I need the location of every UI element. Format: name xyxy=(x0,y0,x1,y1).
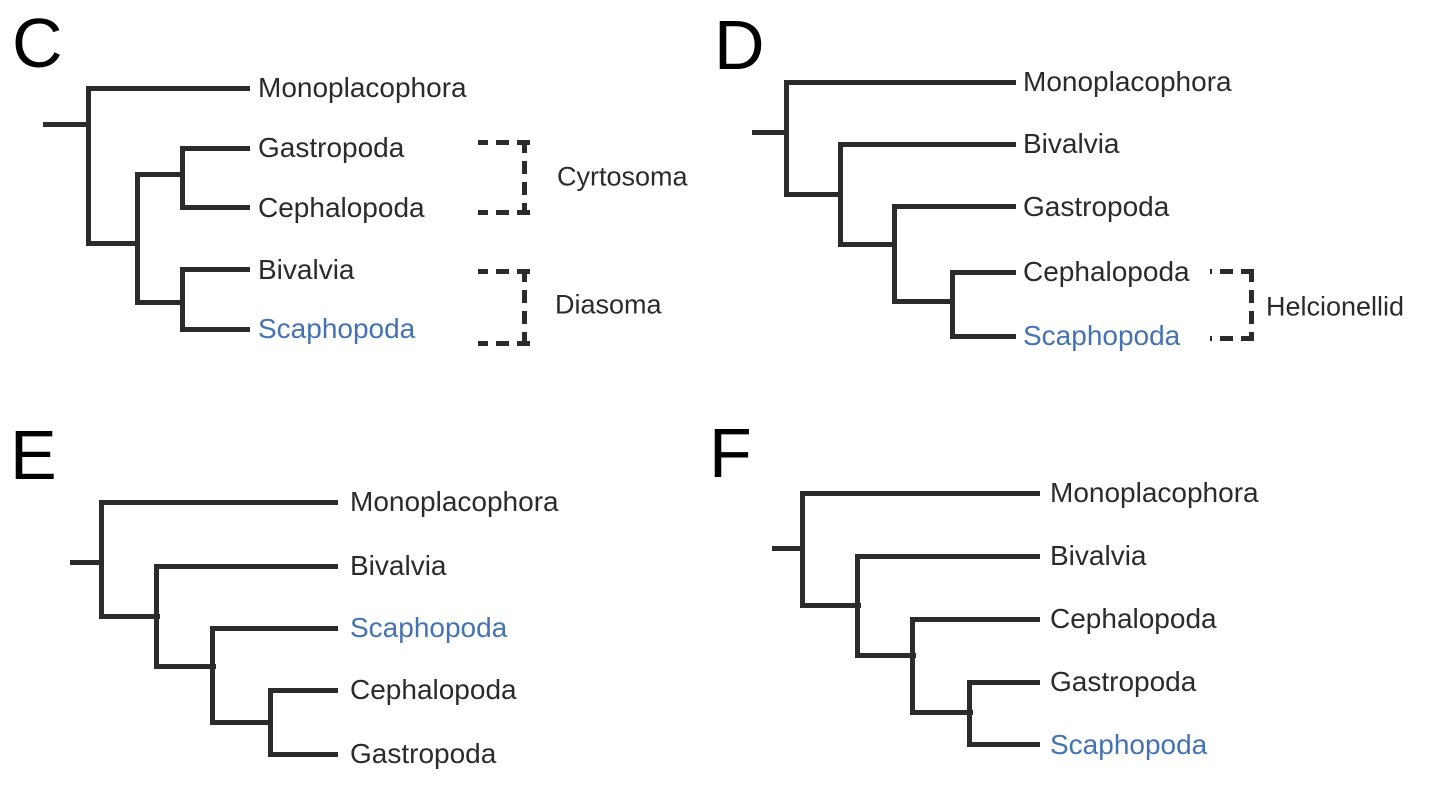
f-node2-vertical xyxy=(855,554,860,658)
d-helcionellid-bracket-vertical xyxy=(1249,269,1254,341)
e-branch-monoplacophora xyxy=(99,500,338,505)
e-label-gastropoda: Gastropoda xyxy=(350,738,497,769)
c-label-bivalvia: Bivalvia xyxy=(258,254,355,285)
d-label-scaphopoda: Scaphopoda xyxy=(1023,320,1181,351)
d-helcionellid-bracket-top xyxy=(1210,269,1254,274)
panel-f-letter: F xyxy=(709,414,752,492)
d-node3-vertical xyxy=(892,204,897,304)
e-node3-vertical xyxy=(210,626,215,725)
c-root-vertical xyxy=(86,86,91,246)
e-branch-scaphopoda xyxy=(210,626,338,631)
e-node2-vertical xyxy=(154,564,159,669)
c-branch-scaphopoda xyxy=(180,327,250,332)
c-branch-monoplacophora xyxy=(86,86,250,91)
c-diasoma-bracket-top xyxy=(478,269,530,274)
f-branch-gastropoda xyxy=(967,680,1040,685)
f-node3-horizontal xyxy=(855,653,916,658)
c-lower-clade-horizontal xyxy=(135,300,185,305)
d-label-gastropoda: Gastropoda xyxy=(1023,191,1170,222)
d-label-bivalvia: Bivalvia xyxy=(1023,128,1120,159)
d-branch-bivalvia xyxy=(838,142,1016,147)
c-diasoma-label: Diasoma xyxy=(555,289,662,320)
d-branch-gastropoda xyxy=(892,204,1016,209)
e-branch-bivalvia xyxy=(154,564,338,569)
d-node2-horizontal xyxy=(784,192,842,197)
f-label-gastropoda: Gastropoda xyxy=(1050,666,1197,697)
d-branch-cephalopoda xyxy=(950,270,1016,275)
c-cyrtosoma-label: Cyrtosoma xyxy=(557,161,688,192)
e-label-scaphopoda: Scaphopoda xyxy=(350,612,508,643)
d-label-monoplacophora: Monoplacophora xyxy=(1023,66,1232,97)
d-helcionellid-label: Helcionellid xyxy=(1266,291,1405,322)
f-label-bivalvia: Bivalvia xyxy=(1050,540,1147,571)
f-node3-vertical xyxy=(910,617,915,715)
e-branch-gastropoda xyxy=(268,752,338,757)
f-label-monoplacophora: Monoplacophora xyxy=(1050,477,1259,508)
d-branch-scaphopoda xyxy=(950,334,1016,339)
c-upper-clade-vertical xyxy=(180,146,185,210)
f-branch-cephalopoda xyxy=(910,617,1040,622)
c-label-scaphopoda: Scaphopoda xyxy=(258,313,416,344)
d-node2-vertical xyxy=(838,142,843,247)
e-branch-cephalopoda xyxy=(268,688,338,693)
d-branch-monoplacophora xyxy=(784,80,1016,85)
e-node2-horizontal xyxy=(99,614,160,619)
c-lower-clade-vertical xyxy=(180,267,185,332)
e-node4-vertical xyxy=(268,688,273,756)
c-branch-gastropoda xyxy=(180,146,250,151)
e-label-cephalopoda: Cephalopoda xyxy=(350,674,517,705)
c-root-stub xyxy=(43,122,90,127)
e-label-monoplacophora: Monoplacophora xyxy=(350,486,559,517)
d-node3-horizontal xyxy=(838,242,897,247)
c-cyrtosoma-bracket-top xyxy=(478,140,530,145)
f-node4-vertical xyxy=(967,680,972,747)
c-label-monoplacophora: Monoplacophora xyxy=(258,72,467,103)
panel-e-letter: E xyxy=(10,416,57,494)
f-root-stub xyxy=(772,546,805,551)
c-label-cephalopoda: Cephalopoda xyxy=(258,192,425,223)
d-node4-vertical xyxy=(950,270,955,339)
f-label-scaphopoda: Scaphopoda xyxy=(1050,729,1208,760)
panel-c-letter: C xyxy=(12,4,63,82)
d-root-vertical xyxy=(784,80,789,197)
f-branch-monoplacophora xyxy=(800,491,1040,496)
e-root-stub xyxy=(70,560,104,565)
f-root-vertical xyxy=(800,491,805,608)
c-cyrtosoma-bracket-vertical xyxy=(522,140,527,215)
e-label-bivalvia: Bivalvia xyxy=(350,550,447,581)
f-node2-horizontal xyxy=(800,603,861,608)
e-node4-horizontal xyxy=(210,720,273,725)
d-node4-horizontal xyxy=(892,299,954,304)
panel-d-letter: D xyxy=(714,6,765,84)
f-branch-bivalvia xyxy=(855,554,1040,559)
c-label-gastropoda: Gastropoda xyxy=(258,132,405,163)
d-helcionellid-bracket-bottom xyxy=(1210,336,1254,341)
f-node4-horizontal xyxy=(910,710,973,715)
d-label-cephalopoda: Cephalopoda xyxy=(1023,256,1190,287)
c-branch-bivalvia xyxy=(180,267,250,272)
e-root-vertical xyxy=(99,500,104,619)
f-branch-scaphopoda xyxy=(967,742,1040,747)
c-upper-clade-horizontal xyxy=(135,172,185,177)
c-cyrtosoma-bracket-bottom xyxy=(478,210,530,215)
d-root-stub xyxy=(752,130,789,135)
c-branch-cephalopoda xyxy=(180,205,250,210)
e-node3-horizontal xyxy=(154,664,216,669)
c-diasoma-bracket-vertical xyxy=(522,269,527,346)
f-label-cephalopoda: Cephalopoda xyxy=(1050,603,1217,634)
c-node2-horizontal xyxy=(86,241,139,246)
c-node2-vertical xyxy=(135,172,140,305)
c-diasoma-bracket-bottom xyxy=(478,341,530,346)
